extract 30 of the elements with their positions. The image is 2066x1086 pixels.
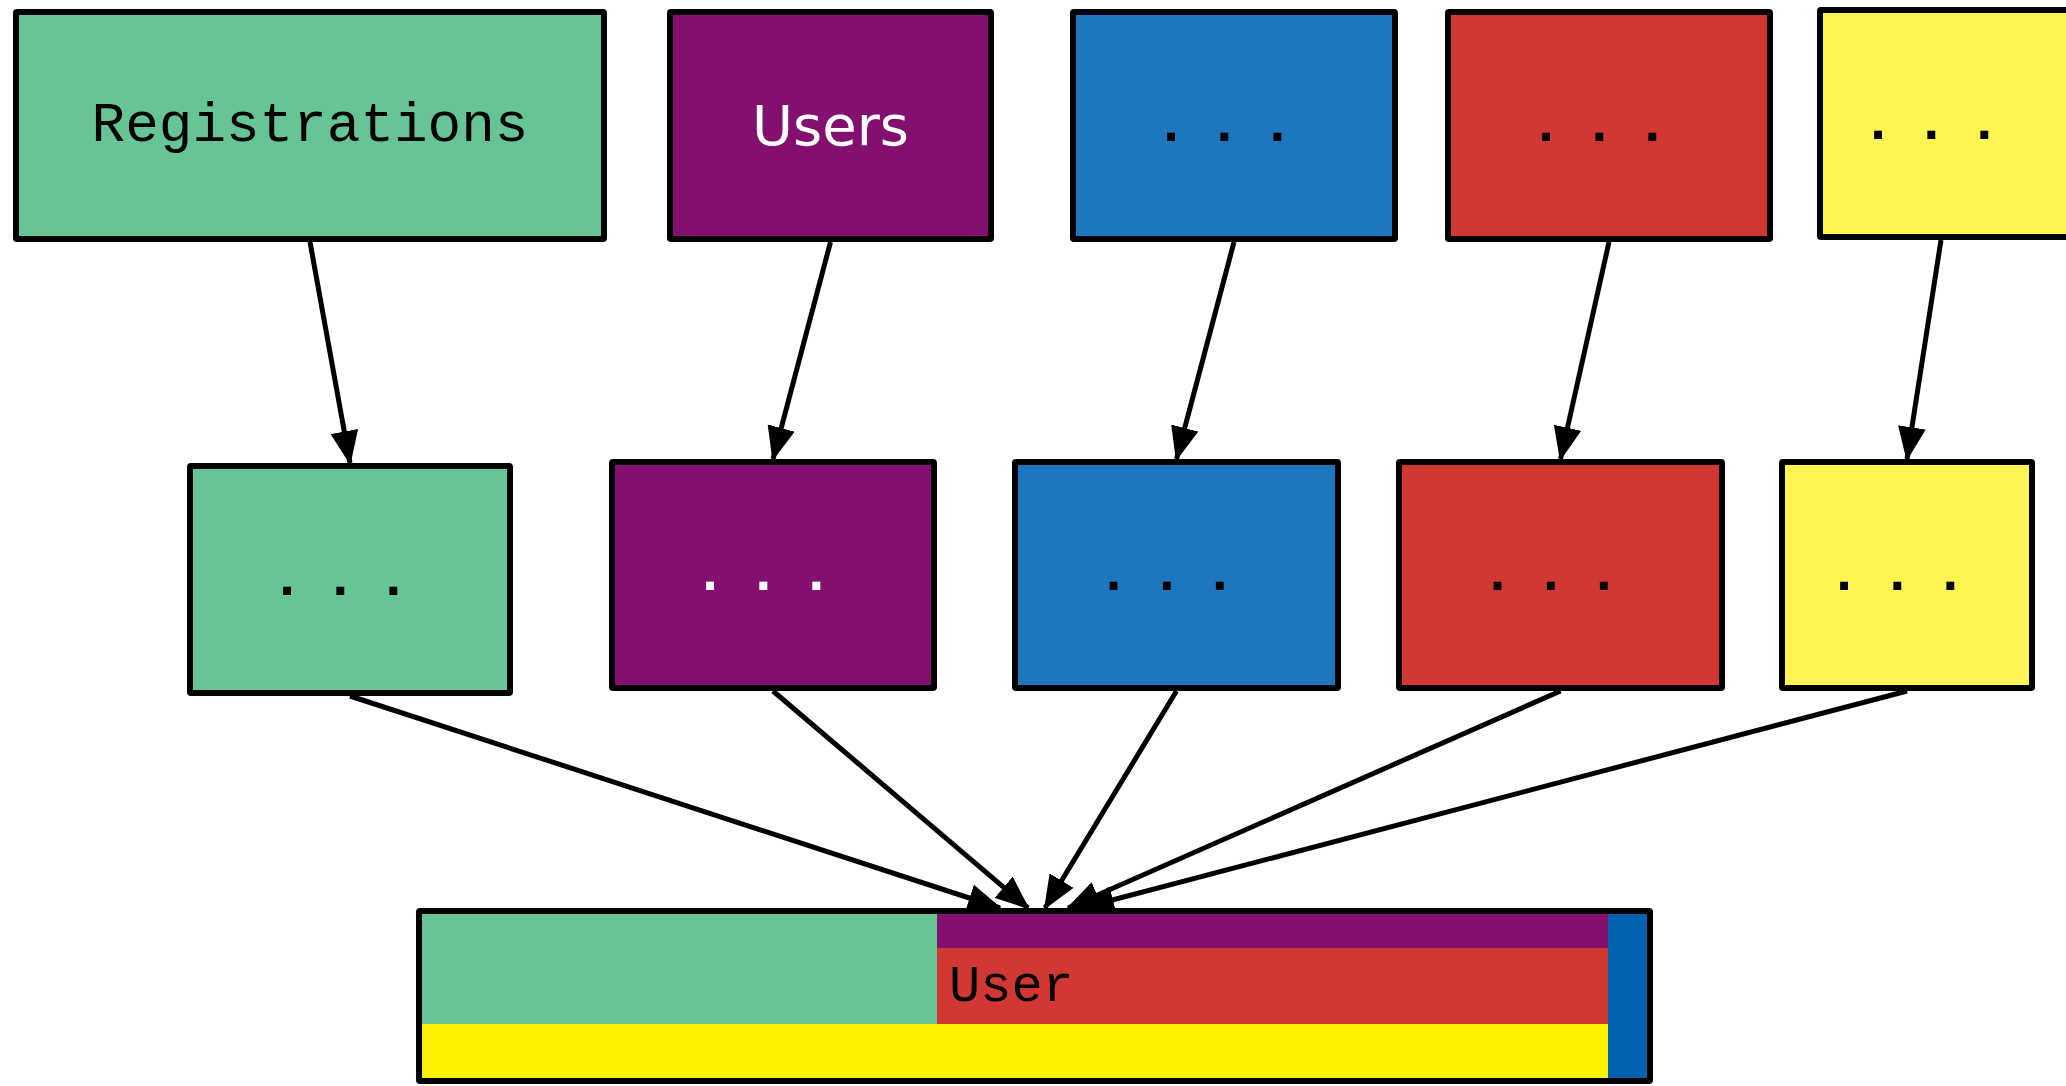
arrow bbox=[767, 241, 833, 461]
node-label: ... bbox=[693, 543, 853, 607]
stacked-entity-box bbox=[416, 908, 1653, 1084]
process-box bbox=[1070, 9, 1398, 242]
node-label: ... bbox=[1480, 543, 1641, 607]
arrow bbox=[1553, 241, 1612, 461]
node-label: ... bbox=[270, 547, 430, 612]
node-label: Registrations bbox=[91, 93, 529, 158]
node-label: User bbox=[949, 958, 1074, 1018]
process-box bbox=[1396, 459, 1725, 691]
process-box bbox=[1012, 459, 1341, 691]
arrow bbox=[1898, 239, 1944, 461]
node-label: ... bbox=[1861, 91, 2021, 156]
process-box bbox=[13, 9, 607, 242]
process-box bbox=[1445, 9, 1773, 242]
node-label: ... bbox=[1154, 93, 1314, 158]
arrow bbox=[1066, 688, 1562, 911]
process-box bbox=[1779, 459, 2035, 691]
process-box bbox=[187, 463, 513, 696]
arrow bbox=[771, 689, 1030, 910]
arrow bbox=[1042, 689, 1179, 910]
process-box bbox=[609, 459, 937, 691]
process-box bbox=[1817, 7, 2066, 240]
node-label: ... bbox=[1827, 543, 1987, 607]
node-label: ... bbox=[1529, 93, 1689, 158]
node-label: ... bbox=[1096, 543, 1257, 607]
node-label: Users bbox=[752, 93, 909, 158]
arrow bbox=[1171, 241, 1237, 461]
process-box bbox=[667, 9, 994, 242]
arrow bbox=[307, 241, 359, 465]
